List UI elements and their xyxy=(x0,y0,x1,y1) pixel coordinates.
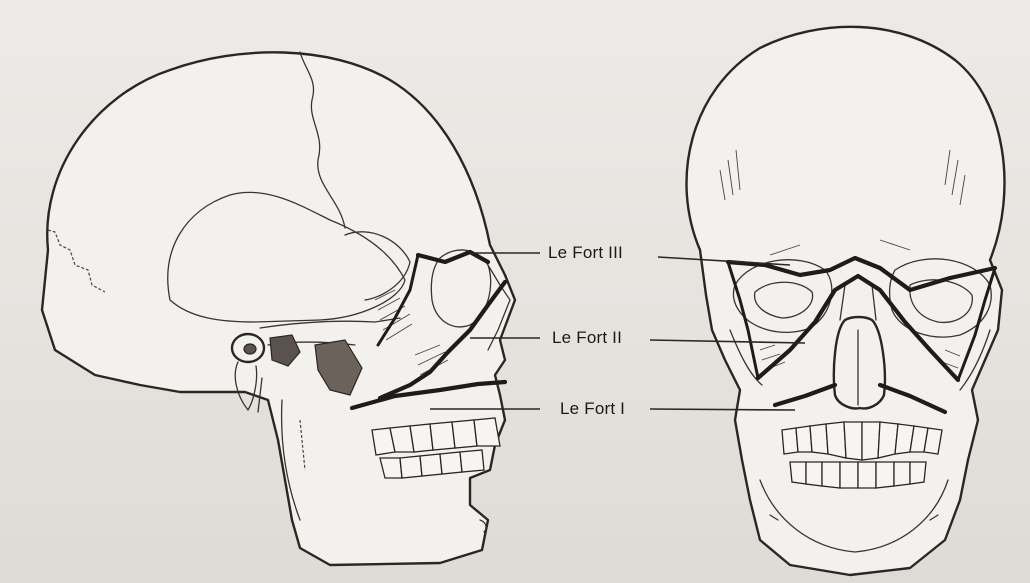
label-le-fort-i: Le Fort I xyxy=(560,399,625,419)
frontal-lower-teeth xyxy=(790,462,926,488)
nasal-aperture xyxy=(834,317,885,408)
label-le-fort-iii: Le Fort III xyxy=(548,243,623,263)
label-le-fort-ii: Le Fort II xyxy=(552,328,622,348)
ear-canal-opening xyxy=(244,344,256,354)
frontal-skull xyxy=(687,27,1005,575)
lateral-skull xyxy=(42,52,515,565)
lateral-cranium xyxy=(42,52,515,565)
le-fort-i-leader-right xyxy=(650,409,795,410)
